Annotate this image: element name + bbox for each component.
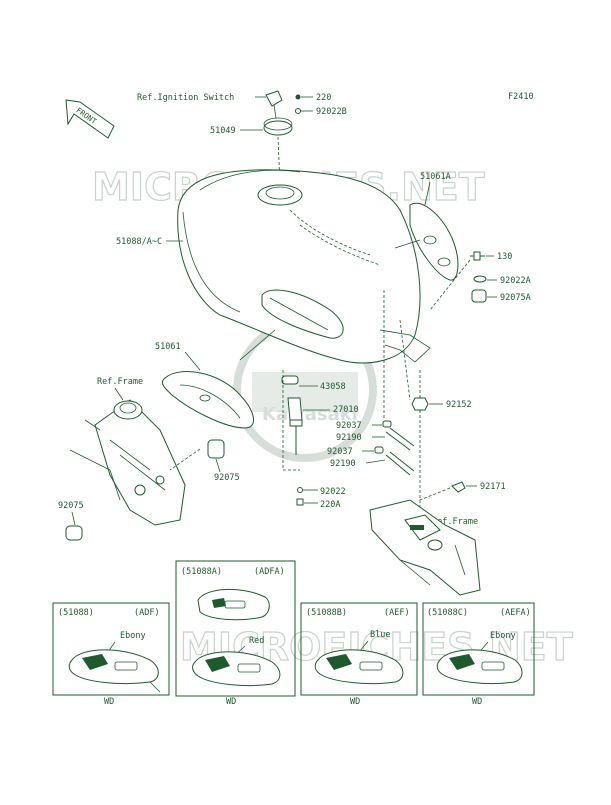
label-p220: 220 (316, 93, 331, 103)
variant-box-2: (51088A) (ADFA) Red WD (175, 560, 296, 707)
label-code: (ADF) (134, 608, 160, 618)
label-p51061: 51061 (155, 342, 181, 352)
frame-left: Ref.Frame (69, 377, 186, 526)
right-hardware: 130 92022A 92075A (429, 251, 531, 311)
variant-box-3: (51088B) (AEF) Blue WD (300, 602, 418, 707)
bolt-92152: 92152 (411, 370, 472, 520)
label-p92190a: 92190 (336, 433, 362, 443)
label-ref-frame-right: Ref.Frame (432, 517, 478, 527)
label-p92075-left: 92075 (58, 501, 84, 511)
label-p92075-right: 92075 (214, 473, 240, 483)
label-code: (ADFA) (254, 567, 285, 577)
label-p92190b: 92190 (330, 459, 356, 469)
label-p92022b: 92022B (316, 107, 347, 117)
label-footer: WD (104, 697, 114, 707)
label-p92171: 92171 (480, 482, 506, 492)
fuel-cap-assembly: Ref.Ignition Switch 220 92022B 51049 (137, 90, 347, 186)
label-code: (AEFA) (500, 608, 531, 618)
hoses-clamps: 92037 92190 92037 92190 (327, 290, 415, 476)
label-code: (AEF) (384, 608, 410, 618)
label-part: (51088) (58, 608, 94, 618)
label-p220a: 220A (320, 500, 340, 510)
fuel-tap-assembly: 43058 27010 92022 220A (281, 370, 359, 510)
label-color: Ebony (490, 631, 516, 641)
label-p51049: 51049 (210, 126, 236, 136)
label-p51088: 51088/A~C (116, 237, 162, 247)
tank-emblem-right: 51061A (394, 172, 459, 281)
front-arrow-icon: FRONT (65, 99, 115, 139)
label-logo-text: Kawasaki (262, 404, 358, 425)
clip-92171: 92171 (419, 481, 506, 501)
label-part: (51088A) (181, 567, 222, 577)
label-p92037b: 92037 (327, 447, 353, 457)
label-p43058: 43058 (320, 382, 346, 392)
label-footer: WD (472, 697, 482, 707)
label-p92037a: 92037 (336, 421, 362, 431)
fuel-tank: 51088/A~C (116, 169, 431, 364)
label-p92075a: 92075A (500, 293, 531, 303)
label-color: Blue (370, 630, 390, 640)
figure-code: F2410 (508, 92, 534, 102)
frame-right: Ref.Frame (369, 499, 481, 596)
label-ref-frame-left: Ref.Frame (97, 377, 143, 387)
label-footer: WD (226, 697, 236, 707)
label-p130: 130 (497, 252, 512, 262)
label-part: (51088C) (427, 608, 468, 618)
label-part: (51088B) (306, 608, 347, 618)
rubber-mounts: 92075 92075 (58, 439, 240, 541)
label-color: Red (249, 636, 264, 646)
label-p92022a: 92022A (500, 276, 531, 286)
label-ref-ignition: Ref.Ignition Switch (137, 93, 234, 103)
label-p92022: 92022 (320, 487, 346, 497)
label-p51061a: 51061A (420, 172, 451, 182)
variant-box-1: (51088) (ADF) Ebony WD (52, 602, 170, 707)
label-p27010: 27010 (333, 405, 359, 415)
watermark-logo: Kawasaki (233, 318, 377, 462)
label-footer: WD (350, 697, 360, 707)
variant-box-4: (51088C) (AEFA) Ebony WD (422, 602, 535, 707)
tank-emblem-left: 51061 (155, 329, 276, 429)
label-color: Ebony (120, 631, 146, 641)
label-p92152: 92152 (446, 400, 472, 410)
